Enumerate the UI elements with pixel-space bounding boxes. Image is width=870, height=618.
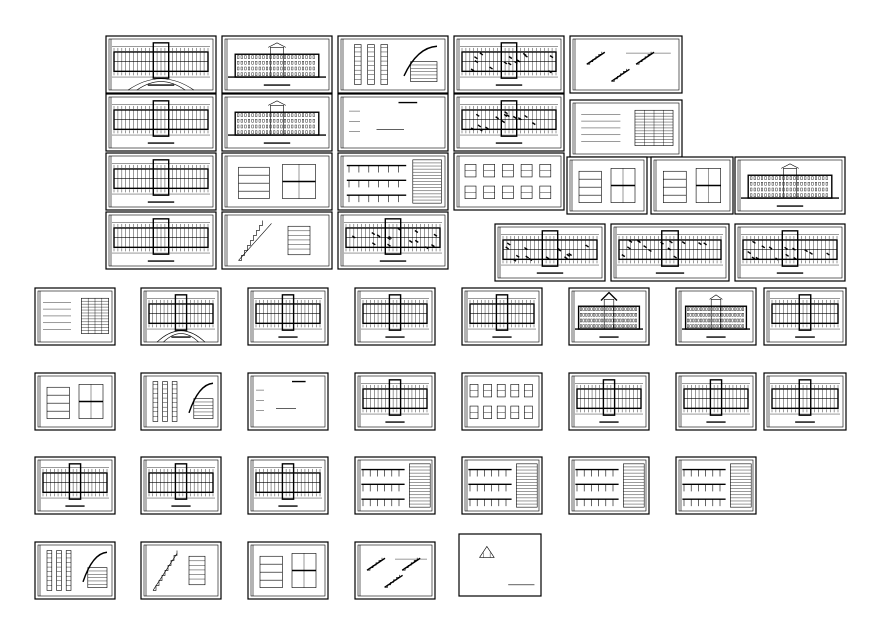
drawing-sheet-lower-table-1 — [34, 287, 116, 346]
drawing-sheet-plan-11 — [105, 152, 217, 211]
drawing-sheet-stair-iso-5 — [569, 35, 683, 94]
drawing-sheet-plan-long-20 — [337, 211, 449, 270]
drawing-sheet-plan-6 — [105, 93, 217, 152]
drawing-sheet-details-14 — [453, 152, 565, 211]
drawing-sheet-lower-section-26 — [247, 541, 329, 600]
drawing-sheet-lower-plan-19 — [247, 456, 329, 515]
drawing-sheet-stair-19 — [221, 211, 333, 270]
drawing-sheet-lower-detail-rows-22 — [568, 456, 650, 515]
drawing-sheet-lower-plan-curved-2 — [140, 287, 222, 346]
drawing-sheet-lower-stair-iso-27 — [354, 541, 436, 600]
drawing-sheet-plan-curved-1 — [105, 35, 217, 94]
drawing-sheet-section-12 — [221, 152, 333, 211]
drawing-sheet-lower-detail-table-24 — [34, 541, 116, 600]
drawing-sheet-elevation-2 — [221, 35, 333, 94]
drawing-sheet-plan-long-22 — [610, 223, 730, 282]
drawing-sheet-detail-table-3 — [337, 35, 449, 94]
drawing-sheet-plan-long-9 — [453, 93, 565, 152]
drawing-sheet-section-15 — [566, 156, 648, 215]
drawing-sheet-lower-plan-5 — [461, 287, 543, 346]
drawing-sheet-lower-detail-table-10 — [140, 372, 222, 431]
drawing-sheet-lower-plan-4 — [354, 287, 436, 346]
lower-sheet-grid — [34, 287, 847, 600]
drawing-sheet-lower-detail-rows-20 — [354, 456, 436, 515]
drawing-sheet-lower-roof-truss-28 — [458, 533, 542, 597]
drawing-sheet-lower-plan-16 — [763, 372, 847, 431]
drawing-sheet-plan-18 — [105, 211, 217, 270]
drawing-sheet-detail-rows-13 — [337, 152, 449, 211]
drawing-sheet-elevation-7 — [221, 93, 333, 152]
drawing-sheet-lower-plan-14 — [568, 372, 650, 431]
drawing-sheet-lower-plan-3 — [247, 287, 329, 346]
drawing-sheet-section-16 — [650, 156, 734, 215]
drawing-sheet-elevation-17 — [734, 156, 846, 215]
drawing-sheet-lower-plan-17 — [34, 456, 116, 515]
drawing-sheet-lower-elevation-7 — [675, 287, 757, 346]
drawing-sheet-lower-detail-rows-23 — [675, 456, 757, 515]
drawing-sheet-lower-elevation-dome-6 — [568, 287, 650, 346]
drawing-sheet-lower-plan-15 — [675, 372, 757, 431]
upper-sheet-group — [105, 35, 846, 282]
drawing-sheet-table-10 — [569, 99, 683, 158]
drawing-sheet-plan-long-21 — [494, 223, 606, 282]
drawing-sheet-lower-plan-18 — [140, 456, 222, 515]
drawing-sheet-lower-detail-rows-21 — [461, 456, 543, 515]
drawing-sheet-lower-details-13 — [461, 372, 543, 431]
drawing-sheet-lower-section-9 — [34, 372, 116, 431]
drawing-sheet-notes-8 — [337, 93, 449, 152]
drawing-sheet-plan-long-23 — [734, 223, 846, 282]
drawing-sheet-plan-long-4 — [453, 35, 565, 94]
drawing-sheet-lower-stair-25 — [140, 541, 222, 600]
drawing-sheet-lower-notes-11 — [247, 372, 329, 431]
drawing-sheet-lower-plan-8 — [763, 287, 847, 346]
drawing-sheet-lower-plan-12 — [354, 372, 436, 431]
